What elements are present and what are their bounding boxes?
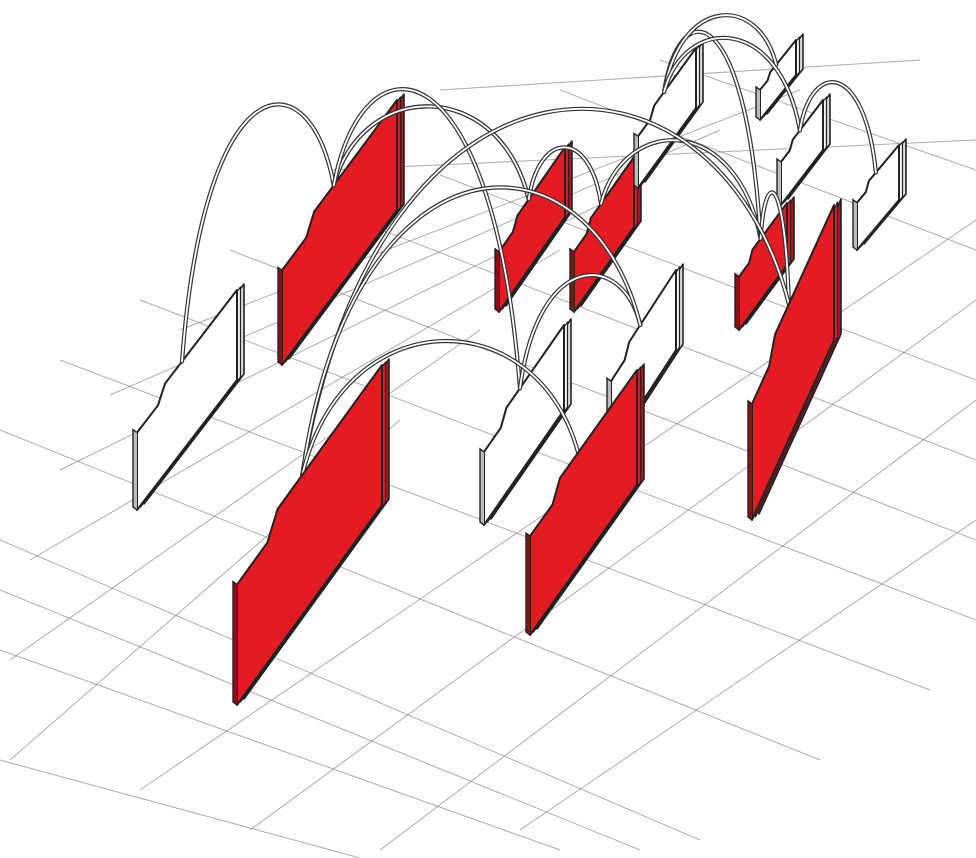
folders-back-layer: [133, 34, 906, 525]
red-folder-icon: [233, 359, 389, 705]
grid-line: [380, 400, 976, 850]
grid-line: [0, 650, 560, 850]
white-folder-icon: [133, 284, 244, 510]
grid-line: [0, 430, 820, 760]
grid-line: [520, 520, 976, 830]
grid-line: [0, 540, 700, 840]
white-folder-icon: [853, 139, 906, 250]
grid-line: [0, 760, 360, 858]
grid-line: [0, 590, 640, 850]
